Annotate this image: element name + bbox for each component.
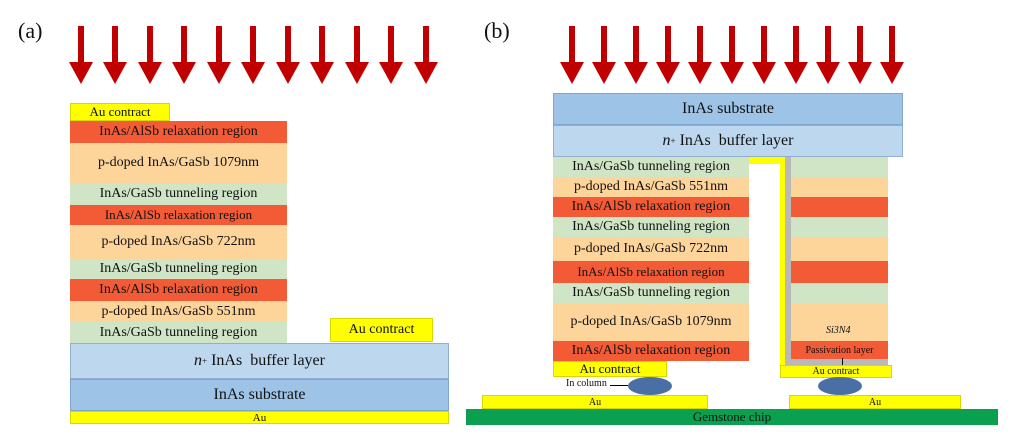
panel-b-buffer-layer: n+ InAs buffer layer: [553, 125, 903, 157]
arrow-down-icon: [345, 26, 369, 86]
arrow-down-icon: [379, 26, 403, 86]
panel-a-au-bottom: Au: [70, 411, 449, 424]
arrow-down-icon: [592, 26, 616, 86]
panel-a-layer-pdoped-722: p-doped InAs/GaSb 722nm: [70, 225, 287, 259]
arrow-down-icon: [69, 26, 93, 86]
panel-a-light-arrows: [69, 26, 440, 86]
panel-b-arrow-to-contact: [842, 358, 843, 366]
panel-b-in-column-right: [818, 377, 862, 395]
panel-b-layer-tunneling-1: InAs/GaSb tunneling region: [553, 157, 749, 177]
panel-a-buffer-n: n: [194, 352, 203, 369]
panel-b-au-trench-top: [749, 157, 785, 164]
panel-b-layer-relaxation-3: InAs/AlSb relaxation region: [553, 341, 749, 361]
panel-b-layer-tunneling-3: InAs/GaSb tunneling region: [553, 283, 749, 303]
panel-b-right-relaxation-1: [791, 197, 888, 217]
panel-b-light-arrows: [560, 26, 904, 86]
panel-b-buffer-n: n: [662, 132, 671, 149]
panel-b-right-tunneling-1: [791, 157, 888, 177]
panel-a-au-contact-side: Au contract: [330, 318, 433, 342]
panel-b-passivation-layer: Passivation layer: [791, 341, 888, 359]
panel-b-au-contact-left: Au contract: [553, 361, 667, 377]
arrow-down-icon: [752, 26, 776, 86]
arrow-down-icon: [848, 26, 872, 86]
panel-b-right-tunneling-2: [791, 217, 888, 237]
panel-a-label: (a): [18, 18, 43, 43]
arrow-down-icon: [241, 26, 265, 86]
arrow-down-icon: [624, 26, 648, 86]
panel-b-right-pdoped-1: [791, 177, 888, 197]
panel-a-layer-relaxation-1: InAs/AlSb relaxation region: [70, 121, 287, 143]
panel-b-au-pad-left: Au: [482, 395, 708, 409]
arrow-down-icon: [784, 26, 808, 86]
arrow-down-icon: [310, 26, 334, 86]
panel-b-in-column-pointer: [610, 385, 628, 386]
panel-b-right-pdoped-3: [791, 303, 888, 341]
panel-a-layer-tunneling-1: InAs/GaSb tunneling region: [70, 183, 287, 205]
panel-b-passivation-strip: [785, 157, 791, 365]
panel-a-substrate: InAs substrate: [70, 379, 449, 411]
panel-a-buffer-sup: +: [202, 356, 208, 366]
arrow-down-icon: [172, 26, 196, 86]
arrow-down-icon: [207, 26, 231, 86]
panel-a-layer-tunneling-2: InAs/GaSb tunneling region: [70, 259, 287, 279]
panel-b-layer-pdoped-551: p-doped InAs/GaSb 551nm: [553, 177, 749, 197]
panel-a-layer-relaxation-3: InAs/AlSb relaxation region: [70, 279, 287, 301]
arrow-down-icon: [880, 26, 904, 86]
arrow-down-icon: [414, 26, 438, 86]
panel-b-right-tunneling-3: [791, 283, 888, 303]
panel-a-buffer-layer: n+ InAs buffer layer: [70, 343, 449, 379]
panel-b-buffer-text: InAs buffer layer: [675, 132, 794, 149]
panel-b-layer-pdoped-1079: p-doped InAs/GaSb 1079nm: [553, 303, 749, 341]
panel-b-gemstone-chip: Gemstone chip: [466, 409, 998, 425]
arrow-down-icon: [720, 26, 744, 86]
panel-b-layer-relaxation-2: InAs/AlSb relaxation region: [553, 261, 749, 283]
panel-b-in-column-label: In column: [566, 378, 607, 389]
panel-a-layer-relaxation-2: InAs/AlSb relaxation region: [70, 205, 287, 225]
panel-b-au-trench-wall: [780, 157, 785, 377]
panel-b-right-pdoped-2: [791, 237, 888, 261]
panel-b-layer-relaxation-1: InAs/AlSb relaxation region: [553, 197, 749, 217]
arrow-down-icon: [276, 26, 300, 86]
arrow-down-icon: [103, 26, 127, 86]
panel-a-au-contact-top: Au contract: [70, 103, 170, 121]
panel-b-buffer-sup: +: [670, 136, 676, 146]
panel-b-si3n4-label: Si3N4: [826, 325, 851, 336]
arrow-down-icon: [560, 26, 584, 86]
arrow-down-icon: [688, 26, 712, 86]
panel-b-substrate: InAs substrate: [553, 93, 903, 125]
panel-a-buffer-text: InAs buffer layer: [207, 352, 325, 369]
panel-b-au-contact-right: Au contract: [780, 365, 892, 378]
arrow-down-icon: [656, 26, 680, 86]
panel-b-label: (b): [484, 18, 510, 43]
arrow-down-icon: [138, 26, 162, 86]
panel-b-layer-tunneling-2: InAs/GaSb tunneling region: [553, 217, 749, 237]
panel-b-right-relaxation-2: [791, 261, 888, 283]
panel-b-in-column-left: [628, 377, 672, 395]
panel-a-layer-pdoped-1079: p-doped InAs/GaSb 1079nm: [70, 143, 287, 183]
panel-b-layer-pdoped-722: p-doped InAs/GaSb 722nm: [553, 237, 749, 261]
panel-b-passivation-gray: [791, 359, 888, 365]
panel-a-layer-pdoped-551: p-doped InAs/GaSb 551nm: [70, 301, 287, 322]
arrow-down-icon: [816, 26, 840, 86]
panel-a-layer-tunneling-3: InAs/GaSb tunneling region: [70, 322, 287, 343]
panel-b-au-pad-right: Au: [789, 395, 961, 409]
